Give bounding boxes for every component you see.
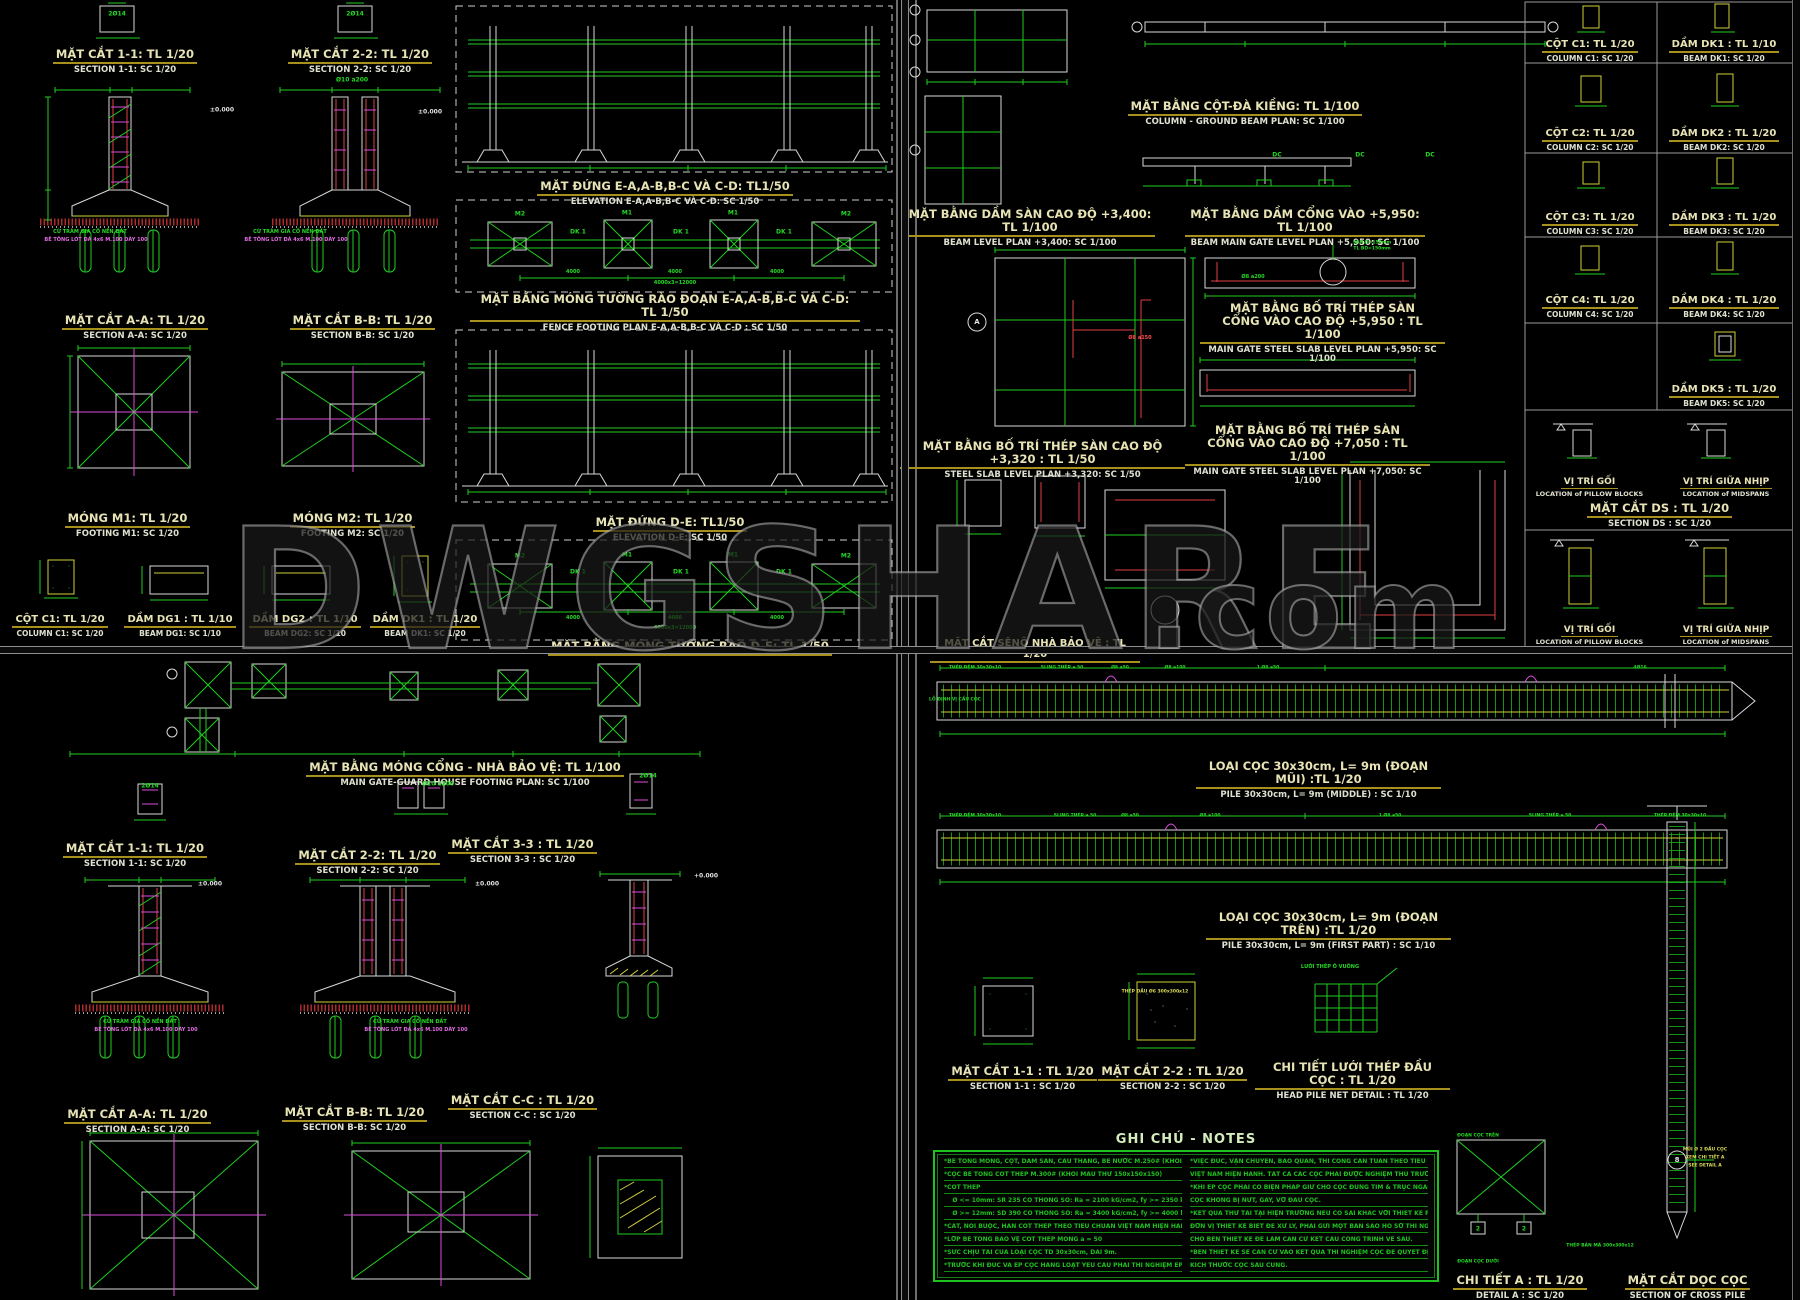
- note-line: VIỆT NAM HIỆN HÀNH. TẤT CẢ CÁC CỌC PHẢI …: [1190, 1171, 1428, 1181]
- sheet-bl-linework: [69, 654, 898, 1300]
- note-line: *TRƯỚC KHI ĐÚC VÀ ÉP CỌC HÀNG LOẠT YÊU C…: [944, 1262, 1182, 1272]
- notes-panel: GHI CHÚ - NOTES *BÊ TÔNG MÓNG, CỘT, DẦM …: [933, 1132, 1439, 1282]
- note-line: CỌC KHÔNG BỊ NỨT, GÃY, VỠ ĐẦU CỌC.: [1190, 1197, 1428, 1207]
- sheet-gutter-horizontal: [0, 646, 1800, 654]
- note-line: KÍCH THƯỚC CỌC SAU CÙNG.: [1190, 1262, 1428, 1272]
- note-line: *KHI ÉP CỌC PHẢI CÓ BIỆN PHÁP GIỮ CHO CỌ…: [1190, 1184, 1428, 1194]
- notes-title: GHI CHÚ - NOTES: [1115, 1132, 1257, 1147]
- note-line: *SỨC CHỊU TẢI CỦA LOẠI CỌC TD 30x30cm, D…: [944, 1249, 1182, 1259]
- note-line: *CỌC BÊ TÔNG CỐT THÉP M.300# (KHỐI MẪU T…: [944, 1171, 1182, 1181]
- note-line: Ø <= 10mm: SR 235 CÓ THÔNG SỐ: Ra = 2100…: [944, 1197, 1182, 1207]
- note-line: *VIỆC ĐÚC, VẬN CHUYỂN, BẢO QUẢN, THI CÔN…: [1190, 1158, 1428, 1168]
- note-line: *KẾT QUẢ THỬ TẢI TẠI HIỆN TRƯỜNG NẾU CÓ …: [1190, 1210, 1428, 1220]
- note-line: *CỐT THÉP: [944, 1184, 1182, 1194]
- notes-column-right: *VIỆC ĐÚC, VẬN CHUYỂN, BẢO QUẢN, THI CÔN…: [1186, 1158, 1432, 1275]
- notes-box: *BÊ TÔNG MÓNG, CỘT, DẦM SÀN, CẦU THANG, …: [933, 1150, 1439, 1282]
- notes-column-left: *BÊ TÔNG MÓNG, CỘT, DẦM SÀN, CẦU THANG, …: [940, 1158, 1186, 1275]
- note-line: Ø >= 12mm: SD 390 CÓ THÔNG SỐ: Ra = 3400…: [944, 1210, 1182, 1220]
- note-line: CHO BÊN THIẾT KẾ ĐỂ LÀM CĂN CỨ KẾT CẤU C…: [1190, 1236, 1428, 1246]
- note-line: *LỚP BÊ TÔNG BẢO VỆ CỐT THÉP MÓNG a = 50: [944, 1236, 1182, 1246]
- note-line: *BÊN THIẾT KẾ SẼ CĂN CỨ VÀO KẾT QUẢ THÍ …: [1190, 1249, 1428, 1259]
- sheet-edge-right: [1792, 0, 1800, 1300]
- sheet-tl-linework: [39, 0, 898, 646]
- sheet-br-linework: [915, 654, 1756, 1300]
- sheet-tr-linework: [909, 0, 1794, 650]
- note-line: *CẮT, NỐI BUỘC, HÀN CỐT THÉP THEO TIÊU C…: [944, 1223, 1182, 1233]
- note-line: *BÊ TÔNG MÓNG, CỘT, DẦM SÀN, CẦU THANG, …: [944, 1158, 1182, 1168]
- note-line: ĐƠN VỊ THIẾT KẾ BIẾT ĐỂ XỬ LÝ, PHẢI GỬI …: [1190, 1223, 1428, 1233]
